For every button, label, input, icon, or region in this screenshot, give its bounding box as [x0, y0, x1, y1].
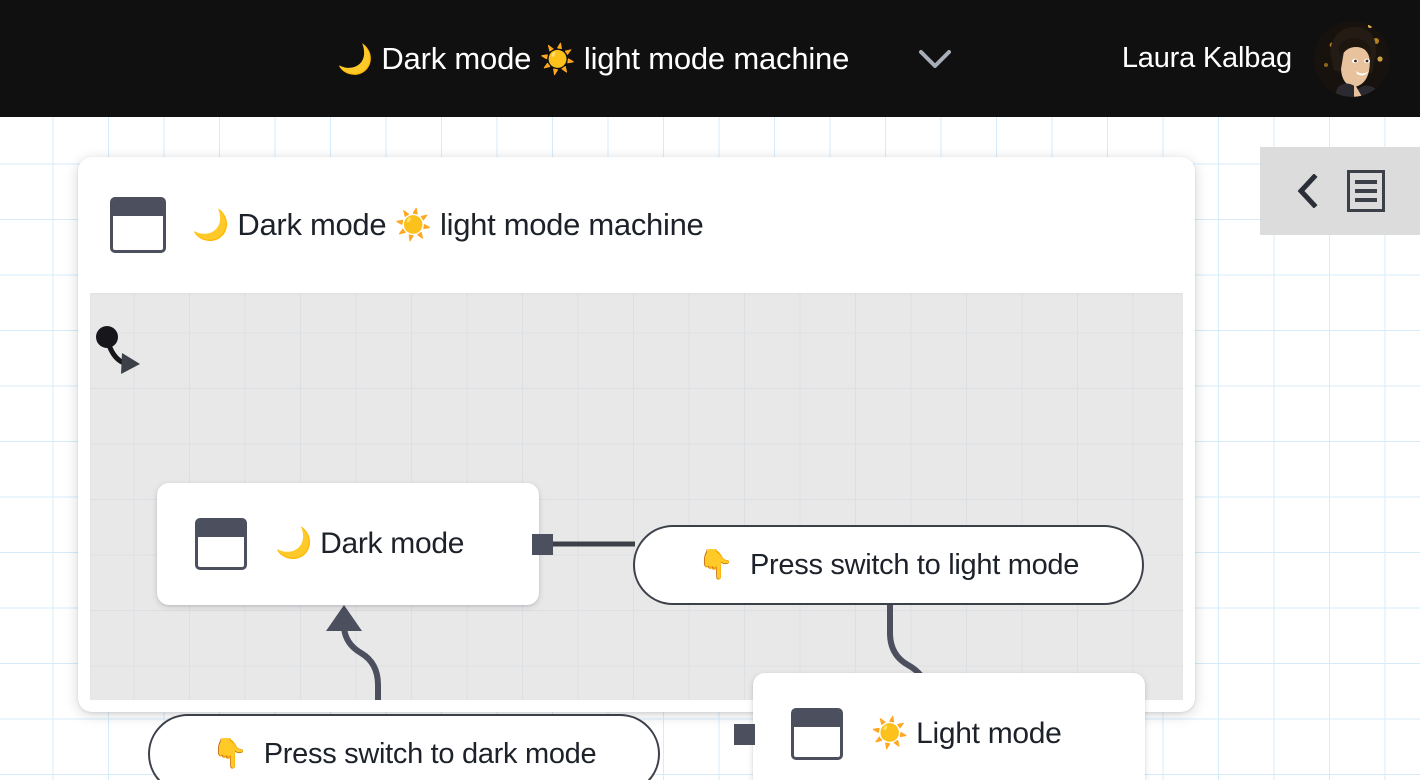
- top-bar-inner: 🌙 Dark mode ☀️ light mode machine Laura …: [0, 0, 1420, 117]
- state-window-icon: [195, 518, 247, 570]
- document-list-icon[interactable]: [1347, 170, 1385, 212]
- user-name: Laura Kalbag: [1121, 42, 1292, 74]
- state-chart-canvas[interactable]: 🌙 Dark mode 👇 Press switch to light mode…: [90, 293, 1183, 780]
- moon-emoji-icon: 🌙: [275, 527, 313, 560]
- state-node-label: 🌙 Dark mode: [275, 527, 464, 561]
- pointing-down-hand-icon: 👇: [211, 737, 248, 770]
- event-node-label: Press switch to dark mode: [263, 737, 597, 770]
- initial-state-edge: [106, 342, 127, 366]
- initial-state-arrowhead: [121, 353, 140, 374]
- state-connector-dark-right[interactable]: [532, 534, 553, 555]
- moon-emoji-icon: 🌙: [192, 209, 230, 242]
- user-area[interactable]: Laura Kalbag: [1121, 20, 1390, 97]
- chevron-down-icon[interactable]: [915, 39, 955, 79]
- machine-name[interactable]: 🌙 Dark mode ☀️ light mode machine: [192, 207, 704, 243]
- state-node-label: ☀️ Light mode: [871, 717, 1062, 751]
- state-window-icon: [110, 197, 166, 253]
- sun-emoji-icon: ☀️: [394, 209, 432, 242]
- side-panel-toolbar: [1260, 147, 1420, 235]
- chevron-left-icon[interactable]: [1295, 174, 1321, 208]
- machine-title-text-2: light mode machine: [583, 40, 850, 76]
- machine-title-breadcrumb[interactable]: 🌙 Dark mode ☀️ light mode machine: [337, 41, 849, 77]
- state-node-light-mode[interactable]: ☀️ Light mode: [753, 673, 1145, 780]
- edge-event-dark-arrowhead: [326, 605, 362, 631]
- sun-emoji-icon: ☀️: [871, 717, 909, 750]
- edge-event-dark-to-dark-state: [341, 622, 381, 700]
- document-list-icon-glyph: [1347, 170, 1385, 212]
- machine-title-text-1: Dark mode: [381, 40, 532, 76]
- event-node-label: Press switch to light mode: [750, 548, 1080, 581]
- editor-canvas[interactable]: 🌙 Dark mode ☀️ light mode machine: [0, 117, 1420, 780]
- doc-line: [1355, 189, 1377, 193]
- machine-header: 🌙 Dark mode ☀️ light mode machine: [78, 157, 1195, 293]
- avatar[interactable]: [1314, 20, 1390, 97]
- machine-name-text-2: light mode machine: [440, 207, 704, 242]
- state-node-dark-mode[interactable]: 🌙 Dark mode: [157, 483, 539, 605]
- top-bar: 🌙 Dark mode ☀️ light mode machine Laura …: [0, 0, 1420, 117]
- pointing-down-hand-icon: 👇: [697, 548, 735, 581]
- event-node-press-switch-to-dark-mode[interactable]: 👇 Press switch to dark mode: [148, 714, 660, 780]
- doc-line: [1355, 180, 1377, 184]
- event-node-press-switch-to-light-mode[interactable]: 👇 Press switch to light mode: [633, 525, 1144, 605]
- state-connector-light-left[interactable]: [734, 724, 755, 745]
- doc-line: [1355, 198, 1377, 202]
- state-node-label-text: Light mode: [916, 717, 1062, 750]
- moon-emoji-icon: 🌙: [337, 43, 373, 76]
- state-node-label-text: Dark mode: [320, 527, 465, 560]
- machine-name-text-1: Dark mode: [237, 207, 387, 242]
- state-window-icon: [791, 708, 843, 760]
- machine-card[interactable]: 🌙 Dark mode ☀️ light mode machine: [78, 157, 1195, 780]
- sun-emoji-icon: ☀️: [539, 43, 576, 76]
- initial-state-dot: [96, 326, 118, 348]
